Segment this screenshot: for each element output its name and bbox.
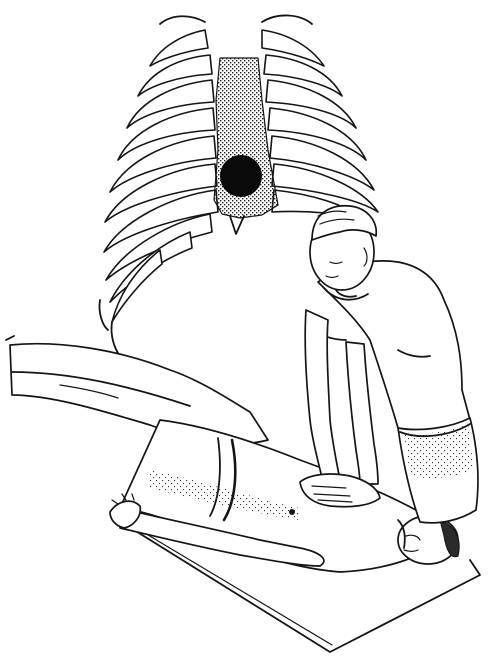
compression-point-marker [220,155,262,197]
ribs-right [262,30,378,220]
left-clavicle [160,16,205,24]
xiphoid-process [230,216,244,234]
right-clavicle [262,15,312,24]
rescuer-arm-right [346,342,378,484]
ribs-left [99,30,218,356]
rescuer-arm-left [305,310,340,480]
rib-cage [99,15,378,356]
sketch-mark [6,336,14,340]
patient-legs [10,344,268,444]
rescuer [300,206,478,523]
